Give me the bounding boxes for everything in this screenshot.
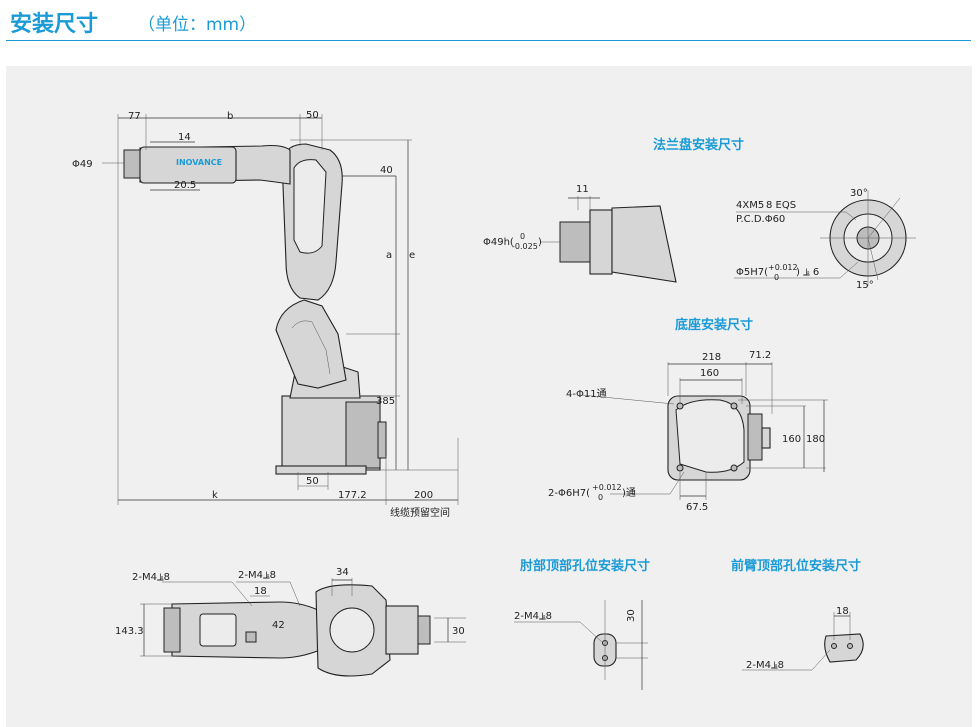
dim-177-2: 177.2 [338,490,367,501]
dim-phi49h-close: ) [538,237,542,248]
dim-143-3: 143.3 [115,626,144,637]
elbow-m4-label: 2-M4⫡8 [514,611,552,622]
top-view [140,578,466,677]
base-plate-inner [675,399,745,473]
base-pin-tail: )通 [622,487,636,499]
dim-e: e [409,250,415,261]
brand-logo: INOVANCE [176,158,222,167]
dim-11: 11 [576,184,589,195]
base-hole-tr [730,402,738,410]
forearm-hole-plate [824,633,864,663]
page-header: 安装尺寸 （单位：mm） [0,0,977,44]
base-hole-bl [676,464,684,472]
page-title: 安装尺寸 [10,12,99,37]
dim-200: 200 [414,490,433,501]
cable-space-label: 线缆预留空间 [390,506,450,519]
dim-67-5: 67.5 [686,502,708,513]
forearm-hole-left [831,643,837,649]
flange-pin-tol-upper: +0.012 [768,263,798,272]
dim-385: 385 [376,396,395,407]
dim-160-top: 160 [700,368,719,379]
forearm-m4-label: 2-M4⫡8 [746,660,784,671]
dim-phi49h-tol-upper: 0 [520,232,525,241]
top-joint-cap [329,607,375,653]
base-pin-label: 2-Φ6H7( [548,488,590,499]
angle-15: 15° [856,280,874,291]
flange-section-title: 法兰盘安装尺寸 [653,138,745,153]
unit-note: （单位：mm） [138,15,257,35]
base-hole-label: 4-Φ11通 [566,388,607,400]
dim-20-5: 20.5 [174,180,196,191]
dim-k: k [212,490,218,501]
forearm-dim-18: 18 [836,606,849,617]
dim-b: b [227,111,233,122]
dim-18-top: 18 [254,586,267,597]
dim-14: 14 [178,132,191,143]
top-m4-left: 2-M4⫡8 [132,572,170,583]
dim-160-side: 160 [782,434,801,445]
dim-phi49h: Φ49h( [483,237,514,248]
elbow-section-title: 肘部顶部孔位安装尺寸 [520,559,651,574]
forearm-housing [139,146,237,184]
dim-phi49: Φ49 [72,159,93,170]
top-connector [417,615,431,645]
base-foot [275,465,367,475]
base-pin-tol-lower: 0 [598,493,603,502]
dim-a: a [386,250,392,261]
top-label-42: 42 [272,620,285,631]
base-pin-tol-upper: +0.012 [592,483,622,492]
flange-pin-tol-lower: 0 [774,273,779,282]
base-connector-box [345,401,381,469]
upper-link-panel [293,159,327,254]
flange-plate [589,209,613,275]
wrist-body [611,205,677,283]
flange-pcd-label: P.C.D.Φ60 [736,214,785,225]
flange-pin-depth: ) ⫡ 6 [796,267,819,278]
dim-77: 77 [128,111,141,122]
top-label-plate [245,631,257,643]
lower-arm-contour [291,320,331,375]
base-section-title: 底座安装尺寸 [675,318,754,333]
base-view [581,362,828,500]
flange-shaft [559,221,591,263]
top-base [385,605,419,655]
flange-holes-depth: 8 EQS [766,200,796,211]
wrist-flange [123,149,143,179]
base-hole-br [730,464,738,472]
dim-50-top: 50 [306,110,319,121]
top-m4-mid: 2-M4⫡8 [238,570,276,581]
base-connector [747,413,763,461]
forearm-holes-view [742,612,864,671]
dim-40: 40 [380,165,393,176]
flange-holes-label: 4XM5 [736,200,764,211]
dim-30-top: 30 [452,626,465,637]
header-rule [6,40,971,41]
side-view [102,114,459,505]
top-forearm [171,601,321,659]
flange-view [540,190,916,286]
elbow-holes-view [514,600,648,690]
elbow-dim-30: 30 [626,609,637,622]
dim-180: 180 [806,434,825,445]
forearm-section-title: 前臂顶部孔位安装尺寸 [731,559,862,574]
dim-50-bottom: 50 [306,476,319,487]
top-motor-cover [199,613,237,647]
dim-34: 34 [336,567,349,578]
dim-71-2: 71.2 [749,350,771,361]
top-wrist [163,607,181,653]
base-plug [761,427,771,449]
dim-phi49h-tol-lower: -0.025 [512,242,538,251]
forearm-hole-right [847,643,853,649]
dim-218: 218 [702,352,721,363]
angle-30: 30° [850,188,868,199]
base-cable-plug [377,421,387,459]
lower-arm [275,299,347,389]
flange-pin-label: Φ5H7( [736,267,768,278]
